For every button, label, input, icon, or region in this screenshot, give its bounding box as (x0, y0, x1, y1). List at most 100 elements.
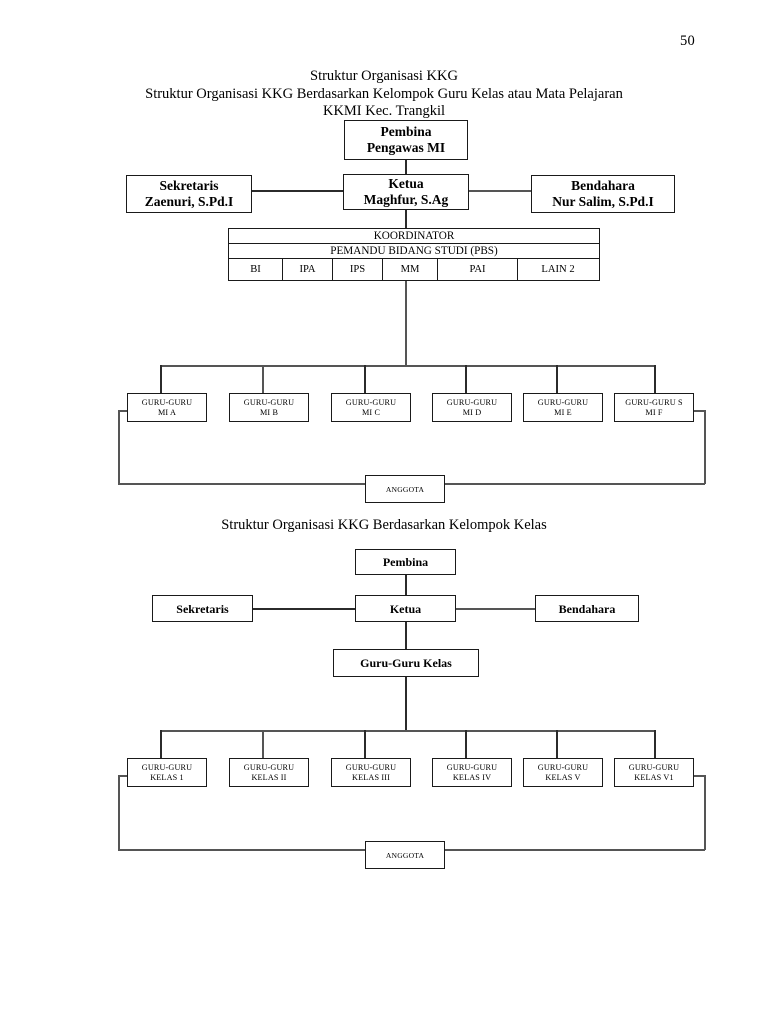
chart2-connector-sekretaris-ketua (253, 608, 355, 610)
chart1-loopback-right-stub (692, 410, 706, 412)
chart1-loopback-left-rail (118, 410, 120, 484)
chart2-guru-guru-kelas-box: Guru-Guru Kelas (333, 649, 479, 677)
chart2-drop-1 (160, 730, 162, 758)
page-number: 50 (680, 33, 696, 49)
chart2-class-1-line2: KELAS 1 (150, 772, 184, 782)
chart2-class-box-6: GURU-GURU KELAS V1 (614, 758, 694, 787)
chart1-subject-cell-ipa: IPA (283, 259, 333, 280)
chart1-sekretaris-box: Sekretaris Zaenuri, S.Pd.I (126, 175, 252, 213)
chart1-drop-4 (465, 365, 467, 393)
chart1-koordinator-subject-row: BI IPA IPS MM PAI LAIN 2 (229, 259, 599, 280)
chart1-teacher-box-3: GURU-GURU MI C (331, 393, 411, 422)
chart2-class-1-line1: GURU-GURU (141, 762, 193, 772)
chart1-pembina-line1: Pembina (380, 123, 432, 139)
chart1-connector-pembina-ketua (405, 160, 407, 174)
document-title-line-1: Struktur Organisasi KKG (310, 68, 458, 84)
chart2-drop-5 (556, 730, 558, 758)
chart2-class-5-line1: GURU-GURU (537, 762, 589, 772)
chart1-teacher-6-line1: GURU-GURU S (625, 397, 683, 407)
chart1-teacher-3-line1: GURU-GURU (345, 397, 397, 407)
chart2-class-5-line2: KELAS V (545, 772, 581, 782)
chart1-subject-cell-mm: MM (383, 259, 438, 280)
chart2-class-box-2: GURU-GURU KELAS II (229, 758, 309, 787)
chart2-bendahara-box: Bendahara (535, 595, 639, 622)
chart2-loopback-right-rail (704, 775, 706, 850)
chart1-teacher-6-line2: MI F (645, 407, 663, 417)
chart1-teacher-1-line2: MI A (157, 407, 177, 417)
chart2-class-2-line2: KELAS II (251, 772, 287, 782)
chart2-class-4-line2: KELAS IV (452, 772, 492, 782)
chart1-teacher-box-2: GURU-GURU MI B (229, 393, 309, 422)
chart2-connector-ketua-bendahara (456, 608, 535, 610)
chart1-subject-cell-lain2: LAIN 2 (541, 264, 575, 275)
chart2-drop-2 (262, 730, 264, 758)
chart1-teacher-3-line2: MI C (361, 407, 381, 417)
chart2-class-4-line1: GURU-GURU (446, 762, 498, 772)
chart2-class-3-line2: KELAS III (352, 772, 390, 782)
chart2-connector-gurukelas-bus (405, 677, 407, 731)
chart1-teacher-box-1: GURU-GURU MI A (127, 393, 207, 422)
chart1-koordinator-row-subtitle: PEMANDU BIDANG STUDI (PBS) (229, 244, 599, 259)
chart2-loopback-left-stub (118, 775, 130, 777)
chart1-koordinator-row-title: KOORDINATOR (229, 229, 599, 244)
chart1-ketua-line2: Maghfur, S.Ag (363, 192, 449, 207)
chart2-drop-4 (465, 730, 467, 758)
chart1-pembina-line2: Pengawas MI (366, 140, 446, 155)
chart1-drop-6 (654, 365, 656, 393)
chart1-drop-1 (160, 365, 162, 393)
chart2-pembina-line1: Pembina (382, 555, 429, 569)
chart1-connector-ketua-bendahara (469, 190, 531, 192)
chart1-distribution-bus (160, 365, 656, 367)
chart1-loopback-bottom-left (118, 483, 366, 485)
chart1-pembina-box: Pembina Pengawas MI (344, 120, 468, 160)
chart1-connector-sekretaris-ketua (252, 190, 343, 192)
document-title-line-3: KKMI Kec. Trangkil (322, 103, 446, 119)
chart2-class-3-line1: GURU-GURU (345, 762, 397, 772)
chart1-subject-cell-bi: BI (229, 259, 283, 280)
chart1-teacher-box-6: GURU-GURU S MI F (614, 393, 694, 422)
chart2-ketua-box: Ketua (355, 595, 456, 622)
chart1-teacher-1-line1: GURU-GURU (141, 397, 193, 407)
chart2-connector-ketua-gurukelas (405, 622, 407, 649)
chart2-anggota-box: ANGGOTA (365, 841, 445, 869)
chart1-teacher-4-line2: MI D (462, 407, 482, 417)
chart2-class-6-line1: GURU-GURU (628, 762, 680, 772)
chart2-class-box-3: GURU-GURU KELAS III (331, 758, 411, 787)
chart2-bendahara-line1: Bendahara (558, 601, 616, 616)
chart1-ketua-box: Ketua Maghfur, S.Ag (343, 174, 469, 210)
chart1-sekretaris-line2: Zaenuri, S.Pd.I (144, 194, 234, 209)
document-title-line-2: Struktur Organisasi KKG Berdasarkan Kelo… (145, 85, 623, 102)
chart2-class-box-5: GURU-GURU KELAS V (523, 758, 603, 787)
chart1-loopback-left-stub (118, 410, 130, 412)
chart1-bendahara-box: Bendahara Nur Salim, S.Pd.I (531, 175, 675, 213)
chart2-distribution-bus (160, 730, 656, 732)
chart2-connector-pembina-ketua (405, 575, 407, 595)
chart1-ketua-line1: Ketua (388, 175, 424, 191)
chart1-teacher-4-line1: GURU-GURU (446, 397, 498, 407)
chart2-pembina-box: Pembina (355, 549, 456, 575)
chart1-bendahara-line2: Nur Salim, S.Pd.I (552, 194, 654, 209)
chart1-sekretaris-line1: Sekretaris (159, 177, 219, 193)
chart2-sekretaris-line1: Sekretaris (176, 601, 229, 616)
chart2-sekretaris-box: Sekretaris (152, 595, 253, 622)
chart1-subject-cell-pai: PAI (438, 259, 518, 280)
chart2-class-box-4: GURU-GURU KELAS IV (432, 758, 512, 787)
chart1-drop-5 (556, 365, 558, 393)
chart1-loopback-bottom-right (444, 483, 705, 485)
chart2-anggota-label: ANGGOTA (385, 850, 425, 860)
chart1-teacher-5-line2: MI E (554, 407, 572, 417)
chart1-teacher-2-line1: GURU-GURU (243, 397, 295, 407)
chart2-class-2-line1: GURU-GURU (243, 762, 295, 772)
section-two-title: Struktur Organisasi KKG Berdasarkan Kelo… (221, 517, 547, 533)
chart2-guru-guru-kelas-label: Guru-Guru Kelas (360, 656, 452, 670)
chart1-teacher-5-line1: GURU-GURU (537, 397, 589, 407)
chart1-subject-cell-ips: IPS (333, 259, 383, 280)
chart2-loopback-left-rail (118, 775, 120, 850)
chart1-connector-ketua-koordinator (405, 210, 407, 228)
chart1-anggota-label: ANGGOTA (385, 484, 425, 494)
chart1-anggota-box: ANGGOTA (365, 475, 445, 503)
chart1-drop-2 (262, 365, 264, 393)
chart1-teacher-box-4: GURU-GURU MI D (432, 393, 512, 422)
chart2-ketua-line1: Ketua (389, 601, 422, 616)
chart2-loopback-bottom-right (444, 849, 705, 851)
